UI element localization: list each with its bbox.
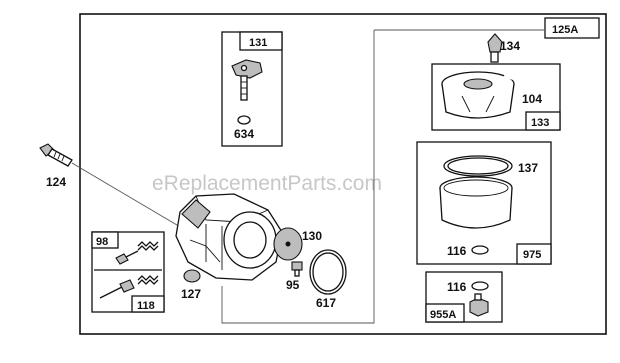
assembly-125a: 125A bbox=[221, 17, 600, 324]
carburetor-body-icon bbox=[175, 193, 283, 281]
part-634-label: 634 bbox=[234, 127, 254, 141]
nut-washer-icon bbox=[471, 281, 489, 291]
bowl-washer-icon bbox=[471, 245, 489, 255]
plug-127-icon bbox=[183, 269, 201, 283]
o-ring-icon bbox=[309, 249, 347, 295]
bowl-tag: 975 bbox=[523, 249, 541, 261]
part-116-bowl-label: 116 bbox=[447, 244, 467, 258]
float-tag: 133 bbox=[531, 117, 549, 129]
diagram-frame bbox=[79, 13, 607, 335]
part-104-label: 104 bbox=[522, 92, 542, 106]
part-95-label: 95 bbox=[286, 278, 300, 292]
float-pin-icon bbox=[503, 75, 535, 87]
bolt-leader-line bbox=[71, 162, 183, 229]
assembly-label: 125A bbox=[552, 24, 578, 36]
bowl-nut-box: 955A 116 bbox=[425, 271, 503, 323]
part-617-label: 617 bbox=[316, 296, 336, 310]
bolt-icon bbox=[39, 143, 73, 167]
float-box: 133 104 bbox=[431, 63, 561, 131]
spring-top-icon bbox=[137, 241, 159, 251]
bowl-nut-icon bbox=[469, 293, 489, 317]
bowl-gasket-icon bbox=[443, 155, 513, 177]
idle-screw-icon bbox=[115, 250, 139, 265]
float-needle-box: 131 634 bbox=[221, 31, 283, 147]
throttle-plate-icon bbox=[273, 227, 303, 261]
part-137-label: 137 bbox=[518, 161, 538, 175]
screw-95-icon bbox=[291, 261, 303, 277]
assembly-tag-box bbox=[544, 17, 600, 39]
part-124-label: 124 bbox=[46, 175, 66, 189]
spring-bottom-icon bbox=[137, 275, 159, 285]
mixture-screw-icon bbox=[99, 279, 135, 299]
bowl-nut-tag: 955A bbox=[430, 309, 456, 321]
screws-bottom-tag: 118 bbox=[137, 300, 155, 312]
part-127-label: 127 bbox=[181, 287, 201, 301]
screws-top-tag: 98 bbox=[96, 236, 108, 248]
part-116-nut-label: 116 bbox=[447, 280, 467, 294]
float-needle-icon bbox=[231, 59, 263, 101]
needle-clip-icon bbox=[237, 115, 251, 125]
float-needle-tag: 131 bbox=[249, 37, 267, 49]
screws-springs-box: 98 118 bbox=[91, 231, 165, 313]
bowl-box: 975 137 116 bbox=[416, 141, 552, 265]
float-icon bbox=[441, 71, 515, 119]
vent-valve-icon bbox=[487, 33, 503, 63]
float-bowl-icon bbox=[439, 176, 513, 229]
part-134-label: 134 bbox=[500, 39, 520, 53]
part-130-label: 130 bbox=[302, 229, 322, 243]
watermark: eReplacementParts.com bbox=[152, 172, 382, 195]
